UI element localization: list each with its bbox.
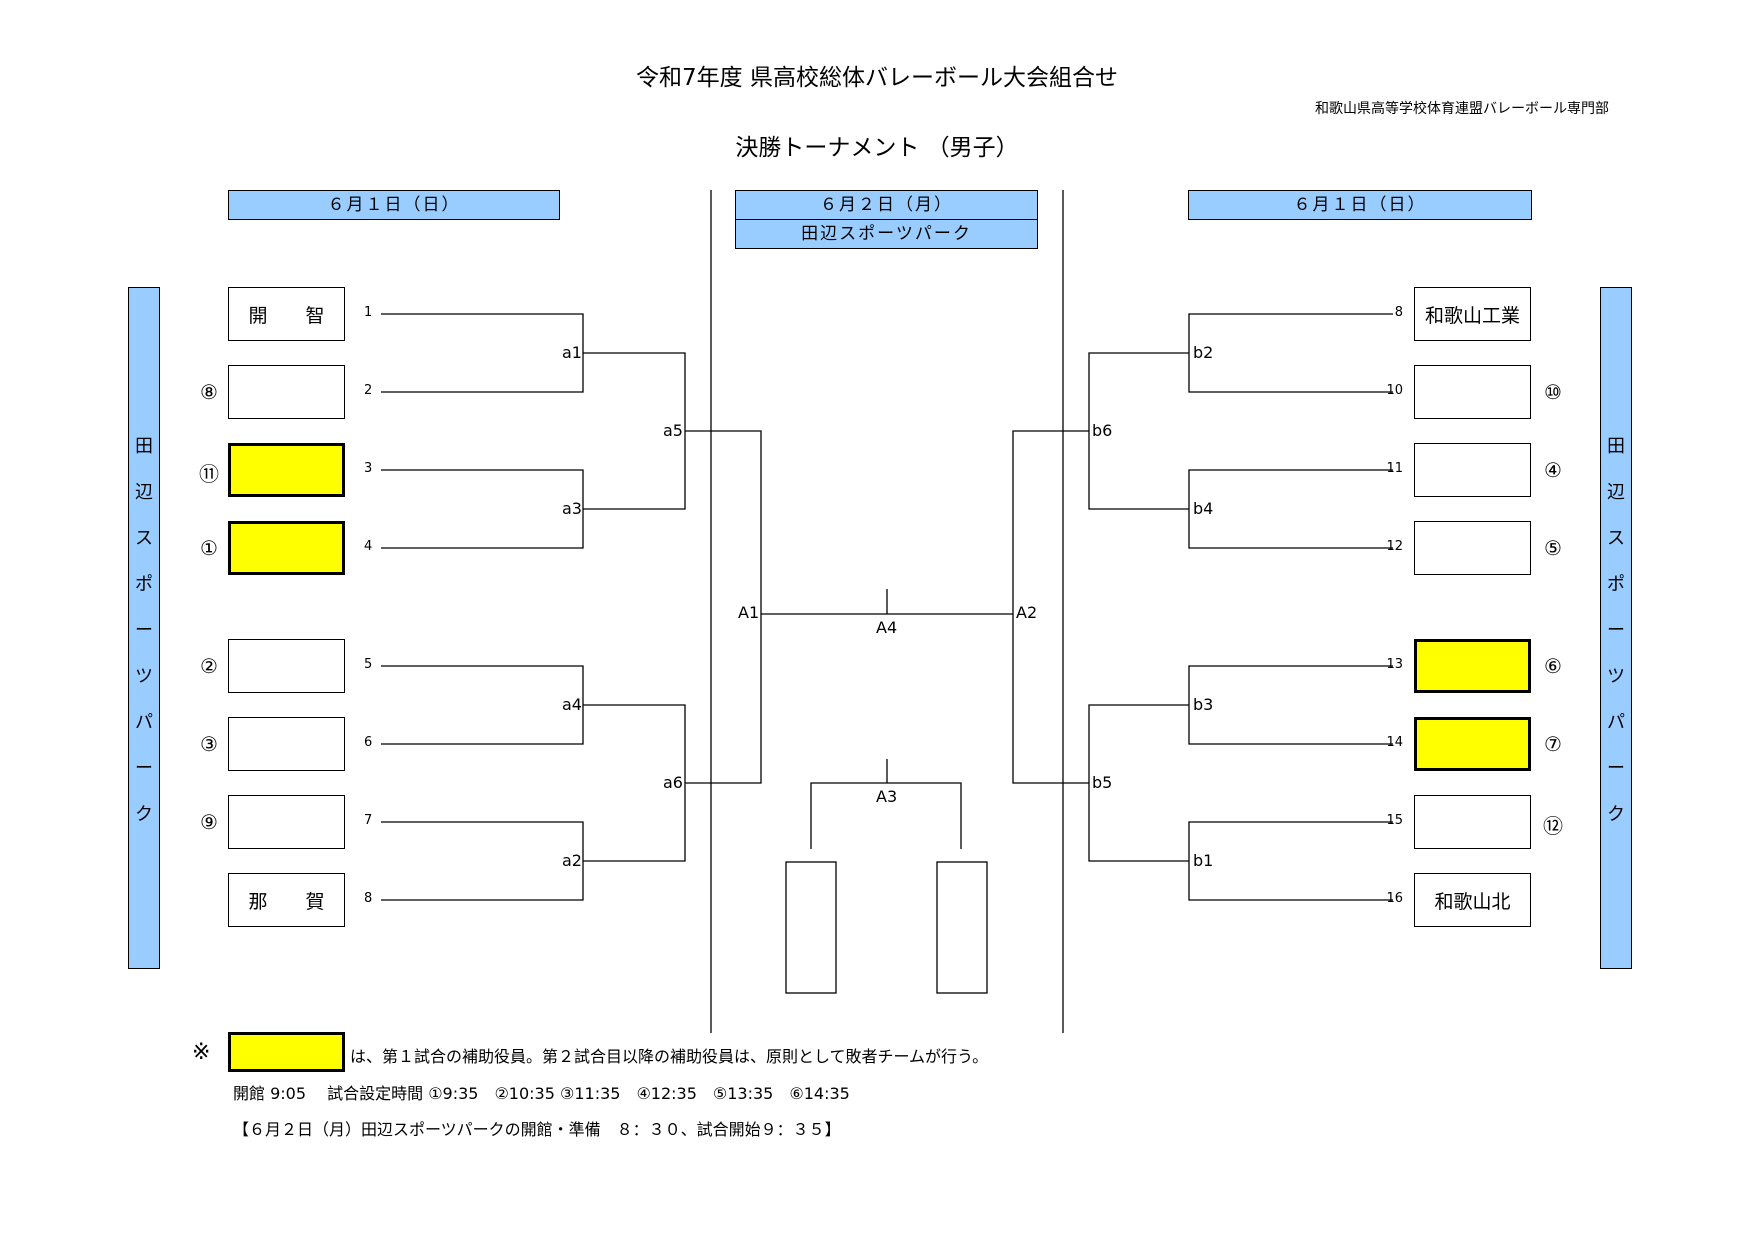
bracket-number: 10	[1386, 383, 1403, 398]
seed-mark: ⑨	[200, 810, 218, 834]
bracket-number: 8	[1394, 305, 1403, 320]
bracket-number: 3	[364, 461, 373, 476]
bracket-number: 7	[364, 813, 373, 828]
team-box-right-4	[1414, 521, 1531, 575]
match-label-A2: A2	[1016, 603, 1038, 622]
bracket-number: 16	[1386, 891, 1403, 906]
bracket-number: 6	[364, 735, 373, 750]
match-label-b6: b6	[1092, 421, 1113, 440]
bracket-number: 11	[1386, 461, 1403, 476]
match-label-a2: a2	[562, 851, 582, 870]
organization-name: 和歌山県高等学校体育連盟バレーボール専門部	[1315, 101, 1609, 117]
seed-mark: ⑫	[1543, 814, 1563, 838]
team-box-left-8: 那 賀	[228, 873, 345, 927]
match-label-a1: a1	[562, 343, 582, 362]
team-box-left-5	[228, 639, 345, 693]
venue-vertical-left: 田辺ス ポーツ パーク	[128, 287, 160, 969]
seed-mark: ③	[200, 732, 218, 756]
match-label-b1: b1	[1193, 851, 1214, 870]
team-box-left-2	[228, 365, 345, 419]
team-box-left-3	[228, 443, 345, 497]
match-label-a5: a5	[663, 421, 683, 440]
legend-note: は、第１試合の補助役員。第２試合目以降の補助役員は、原則として敗者チームが行う。	[350, 1047, 989, 1066]
venue-vertical-right: 田辺ス ポーツ パーク	[1600, 287, 1632, 969]
bracket-number: 8	[364, 891, 373, 906]
bracket-number: 4	[364, 539, 373, 554]
match-label-b5: b5	[1092, 773, 1113, 792]
schedule-note: 開館 9:05 試合設定時間 ①9:35 ②10:35 ③11:35 ④12:3…	[233, 1084, 850, 1103]
venue-vertical-text: 田辺ス ポーツ パーク	[1607, 436, 1625, 825]
team-box-right-2	[1414, 365, 1531, 419]
match-label-A1: A1	[738, 603, 760, 622]
day2-note: 【６月２日（月）田辺スポーツパークの開館・準備 ８：３０、試合開始９：３５】	[233, 1120, 841, 1139]
seed-mark: ⑦	[1544, 732, 1562, 756]
venue-vertical-text: 田辺ス ポーツ パーク	[135, 436, 153, 825]
team-box-left-1: 開 智	[228, 287, 345, 341]
team-box-left-6	[228, 717, 345, 771]
bracket-number: 1	[364, 305, 373, 320]
match-label-A4: A4	[876, 618, 898, 637]
team-box-right-1: 和歌山工業	[1414, 287, 1531, 341]
bracket-number: 15	[1386, 813, 1403, 828]
team-box-right-3	[1414, 443, 1531, 497]
team-box-right-5	[1414, 639, 1531, 693]
team-box-left-7	[228, 795, 345, 849]
bracket-number: 5	[364, 657, 373, 672]
match-label-b2: b2	[1193, 343, 1214, 362]
legend-highlight-swatch	[228, 1032, 345, 1072]
seed-mark: ⑪	[199, 462, 219, 486]
team-box-right-8: 和歌山北	[1414, 873, 1531, 927]
note-mark: ※	[192, 1040, 211, 1065]
match-label-a3: a3	[562, 499, 582, 518]
match-label-b4: b4	[1193, 499, 1214, 518]
match-label-a6: a6	[663, 773, 683, 792]
seed-mark: ②	[200, 654, 218, 678]
page-subtitle: 決勝トーナメント （男子）	[735, 135, 1019, 161]
bracket-number: 13	[1386, 657, 1403, 672]
match-label-b3: b3	[1193, 695, 1214, 714]
seed-mark: ⑤	[1544, 536, 1562, 560]
match-label-A3: A3	[876, 787, 898, 806]
team-box-left-4	[228, 521, 345, 575]
bracket-number: 2	[364, 383, 373, 398]
bracket-number: 12	[1386, 539, 1403, 554]
page-title: 令和7年度 県高校総体バレーボール大会組合せ	[636, 65, 1118, 91]
seed-mark: ⑩	[1544, 380, 1562, 404]
seed-mark: ⑧	[200, 380, 218, 404]
date-right: ６月１日（日）	[1188, 190, 1532, 220]
venue-center: 田辺スポーツパーク	[735, 219, 1038, 249]
match-label-a4: a4	[562, 695, 582, 714]
seed-mark: ⑥	[1544, 654, 1562, 678]
team-box-right-6	[1414, 717, 1531, 771]
date-left: ６月１日（日）	[228, 190, 560, 220]
seed-mark: ④	[1544, 458, 1562, 482]
seed-mark: ①	[200, 536, 218, 560]
bracket-number: 14	[1386, 735, 1403, 750]
team-box-right-7	[1414, 795, 1531, 849]
